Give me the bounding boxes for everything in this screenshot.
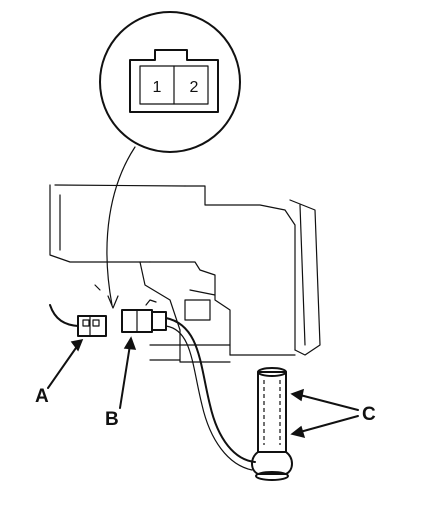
sensor-wire-inner — [165, 325, 253, 471]
callout-leader-line — [106, 146, 136, 306]
connector-detail-callout: 1 2 — [99, 11, 241, 153]
callout-leader-arrowhead — [107, 295, 119, 309]
connector-b — [121, 299, 167, 333]
harness-wire-a — [49, 304, 79, 327]
label-c-arrows — [290, 388, 359, 439]
sensor-wire — [165, 317, 256, 463]
sensor-c — [251, 367, 293, 481]
connector-a — [77, 315, 107, 337]
label-c: C — [362, 404, 376, 425]
vehicle-bracket-outline — [49, 184, 321, 363]
pin-2-label: 2 — [190, 79, 199, 96]
label-b-arrow — [119, 336, 137, 409]
label-b: B — [105, 409, 119, 430]
pin-1-label: 1 — [153, 79, 162, 96]
label-a-arrow — [47, 338, 84, 389]
label-a: A — [35, 386, 49, 407]
